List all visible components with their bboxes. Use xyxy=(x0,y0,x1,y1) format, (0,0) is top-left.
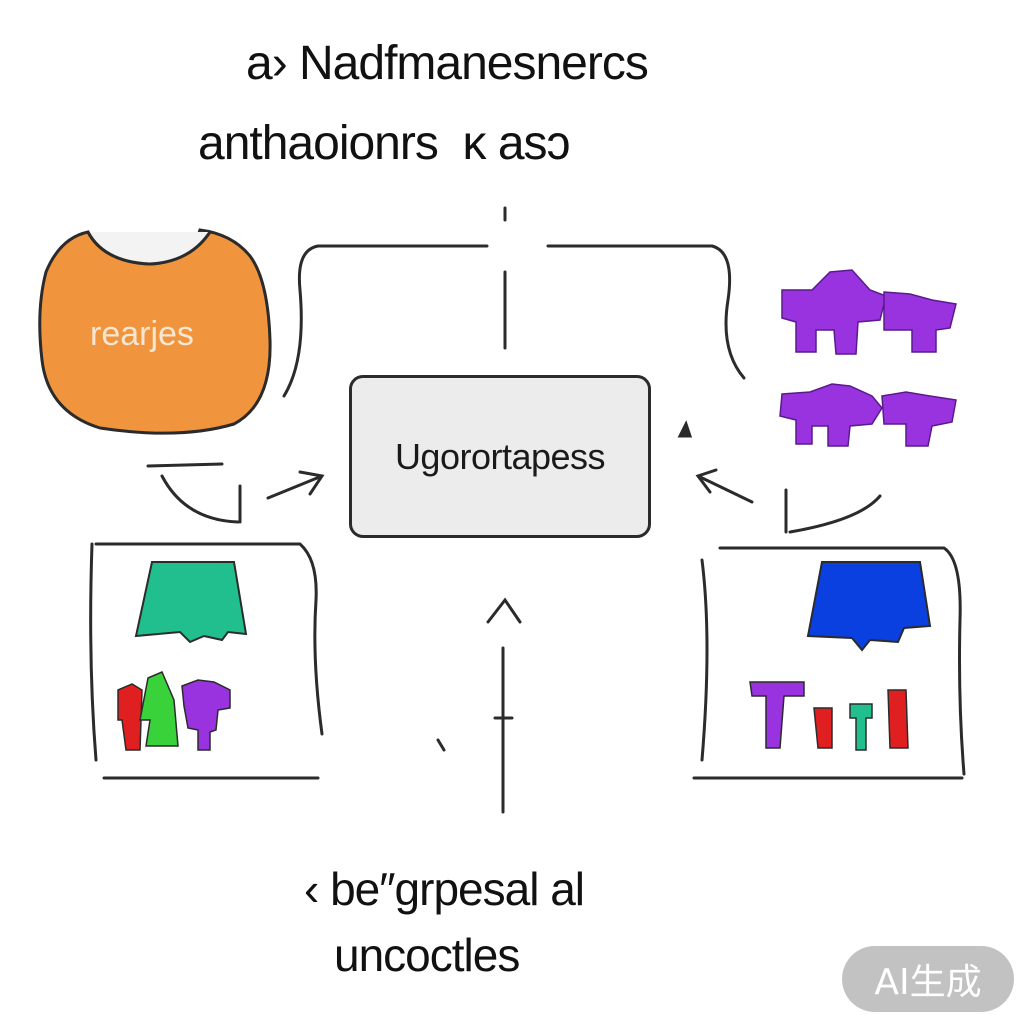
purple-clothing-icon xyxy=(181,679,231,751)
connector-right-bracket xyxy=(784,488,882,534)
purple-t-icon xyxy=(749,681,805,749)
arrow-left-to-center xyxy=(266,470,325,500)
caption-line-1: ‹ be″grpesal al xyxy=(304,863,585,915)
purple-clothing-row-2 xyxy=(779,383,957,447)
panel-left-outline xyxy=(89,542,324,780)
arrow-bottom-up xyxy=(486,597,522,624)
connector-top-right-bracket xyxy=(546,244,746,380)
panel-right-outline xyxy=(692,546,966,780)
center-node-label: Ugorortapess xyxy=(394,435,606,477)
orange-node-label: rearjes xyxy=(90,315,194,353)
right-clothing-group xyxy=(749,681,909,751)
connector-left-bracket xyxy=(146,462,240,524)
left-clothing-group xyxy=(117,671,231,751)
title-line-1: a› Nadfmanesnercs xyxy=(246,37,649,90)
teal-panel xyxy=(134,561,248,644)
green-clothing-icon xyxy=(139,671,179,747)
orange-bib-collar xyxy=(86,231,212,266)
arrow-right-to-center xyxy=(695,468,754,504)
caption-line-2: uncoctles xyxy=(334,929,520,981)
title-line-2: anthaoionrs ĸ asɔ xyxy=(198,117,571,170)
blue-panel xyxy=(806,561,932,652)
red-clothing-icon xyxy=(117,683,143,751)
ai-generated-badge: AI生成 xyxy=(842,946,1014,1012)
mark-small-1 xyxy=(436,738,446,752)
red-tube-icon xyxy=(813,707,833,749)
purple-clothing-row-1 xyxy=(781,269,957,355)
teal-tube-icon xyxy=(849,703,873,751)
red-tall-icon xyxy=(887,689,909,749)
center-node: Ugorortapess xyxy=(349,375,651,538)
mark-small-2 xyxy=(677,420,693,438)
connector-top-left-bracket xyxy=(282,244,489,398)
